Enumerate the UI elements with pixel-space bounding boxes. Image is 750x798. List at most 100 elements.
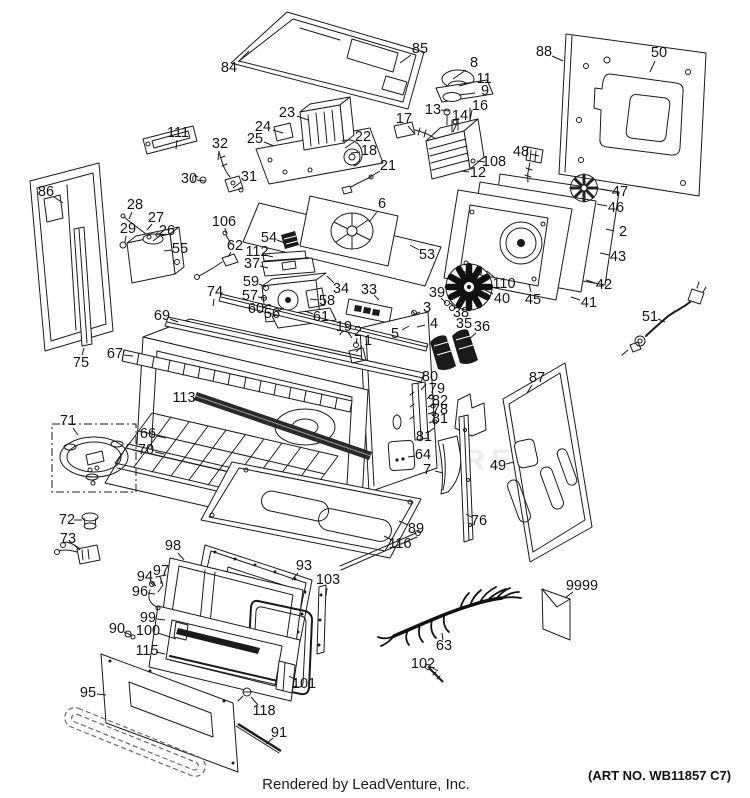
- leader-line-87: [526, 384, 533, 394]
- part-95-outer-door: [100, 653, 239, 773]
- part-label-54: 54: [261, 230, 277, 246]
- leader-line-21: [369, 170, 381, 178]
- part-89-base-plate: [200, 461, 422, 571]
- leader-line-94: [150, 580, 157, 587]
- part-label-110: 110: [492, 276, 515, 292]
- leader-line-38: [449, 302, 457, 309]
- leader-line-75: [81, 347, 85, 356]
- part-label-80: 80: [422, 369, 438, 385]
- leader-line-103: [325, 587, 328, 597]
- part-101-strip: [275, 660, 296, 694]
- part-label-1: 1: [364, 333, 372, 349]
- part-106-screw: [222, 230, 232, 245]
- part-label-35: 35: [456, 316, 472, 332]
- leader-line-28: [128, 211, 133, 220]
- part-label-17: 17: [396, 111, 412, 127]
- part-label-49: 49: [490, 458, 506, 474]
- part-label-72: 72: [59, 512, 75, 528]
- leader-line-78: [427, 411, 435, 415]
- leader-line-101: [288, 675, 297, 681]
- part-label-101: 101: [292, 676, 316, 692]
- part-label-50: 50: [651, 45, 667, 61]
- part-74-69-67-rails: [121, 293, 429, 460]
- part-label-9: 9: [481, 83, 489, 99]
- leader-line-93: [291, 572, 299, 581]
- part-label-33: 33: [361, 282, 377, 298]
- leader-line-82: [427, 403, 435, 408]
- part-23-transformer-board: [255, 96, 384, 185]
- leader-line-33: [373, 294, 380, 301]
- part-label-13: 13: [425, 102, 441, 118]
- leader-line-67: [123, 354, 134, 357]
- leader-line-63: [441, 632, 444, 641]
- part-label-22: 22: [355, 129, 371, 145]
- leader-line-69: [169, 318, 179, 323]
- leader-line-34: [326, 275, 335, 284]
- leader-line-18: [350, 151, 361, 154]
- part-label-95: 95: [80, 685, 96, 701]
- leader-line-118: [250, 696, 259, 706]
- leader-line-51: [657, 318, 666, 323]
- part-label-43: 43: [610, 249, 626, 265]
- part-21-wire: [341, 174, 374, 195]
- leader-line-73: [73, 544, 81, 551]
- leader-line-86: [53, 196, 64, 204]
- leader-line-111: [175, 139, 178, 150]
- part-103-strip: [316, 584, 327, 655]
- leader-line-66: [156, 435, 167, 439]
- part-94-97-door-hardware: [124, 574, 167, 640]
- leader-line-70: [154, 451, 165, 455]
- part-118-screw: [237, 687, 252, 702]
- part-label-59: 59: [243, 274, 259, 290]
- leader-line-110: [486, 270, 496, 279]
- part-80-latch-column: [409, 381, 438, 441]
- leader-line-98: [177, 552, 185, 561]
- part-label-58: 58: [319, 293, 335, 309]
- part-label-118: 118: [252, 703, 275, 719]
- part-label-32: 32: [212, 136, 228, 152]
- leader-line-3: [412, 311, 421, 316]
- part-label-70: 70: [138, 442, 154, 458]
- part-73-thermostat: [54, 541, 101, 565]
- leader-line-61: [304, 310, 314, 315]
- leader-line-64: [407, 455, 416, 458]
- leader-line-81: [428, 420, 435, 424]
- leader-line-2: [605, 228, 615, 232]
- part-51-power-cord: [621, 281, 707, 356]
- part-label-11: 11: [476, 71, 491, 87]
- part-label-78: 78: [432, 402, 448, 418]
- part-label-27: 27: [148, 210, 164, 226]
- part-label-64: 64: [415, 447, 431, 463]
- part-label-75: 75: [73, 355, 89, 371]
- leader-line-45: [528, 283, 532, 293]
- part-label-7: 7: [423, 462, 431, 478]
- leader-line-80: [420, 383, 427, 391]
- leader-line-31: [232, 181, 242, 189]
- part-91-trim: [235, 722, 282, 754]
- leader-line-9999: [564, 591, 574, 599]
- leader-line-49: [505, 461, 515, 465]
- part-102-screw: [425, 664, 444, 683]
- leader-line-29: [124, 235, 127, 243]
- part-label-81: 81: [432, 411, 448, 427]
- leader-line-19: [347, 331, 353, 339]
- part-9999-literature: [541, 588, 571, 641]
- part-label-90: 90: [109, 621, 125, 637]
- part-label-100: 100: [136, 623, 160, 639]
- part-label-108: 108: [482, 154, 506, 170]
- part-label-113: 113: [172, 390, 195, 406]
- leader-line-1: [355, 345, 363, 353]
- leader-line-24: [272, 129, 284, 134]
- leader-line-17: [407, 125, 415, 134]
- leader-line-40: [482, 288, 494, 295]
- part-door-choke-frame: [246, 599, 313, 696]
- leader-line-50: [649, 60, 656, 73]
- part-label-28: 28: [127, 197, 143, 213]
- part-label-47: 47: [612, 184, 628, 200]
- part-33-board: [345, 298, 393, 324]
- leader-line-102: [430, 666, 439, 672]
- leader-line-13: [440, 109, 450, 112]
- part-label-111: 111: [167, 125, 189, 141]
